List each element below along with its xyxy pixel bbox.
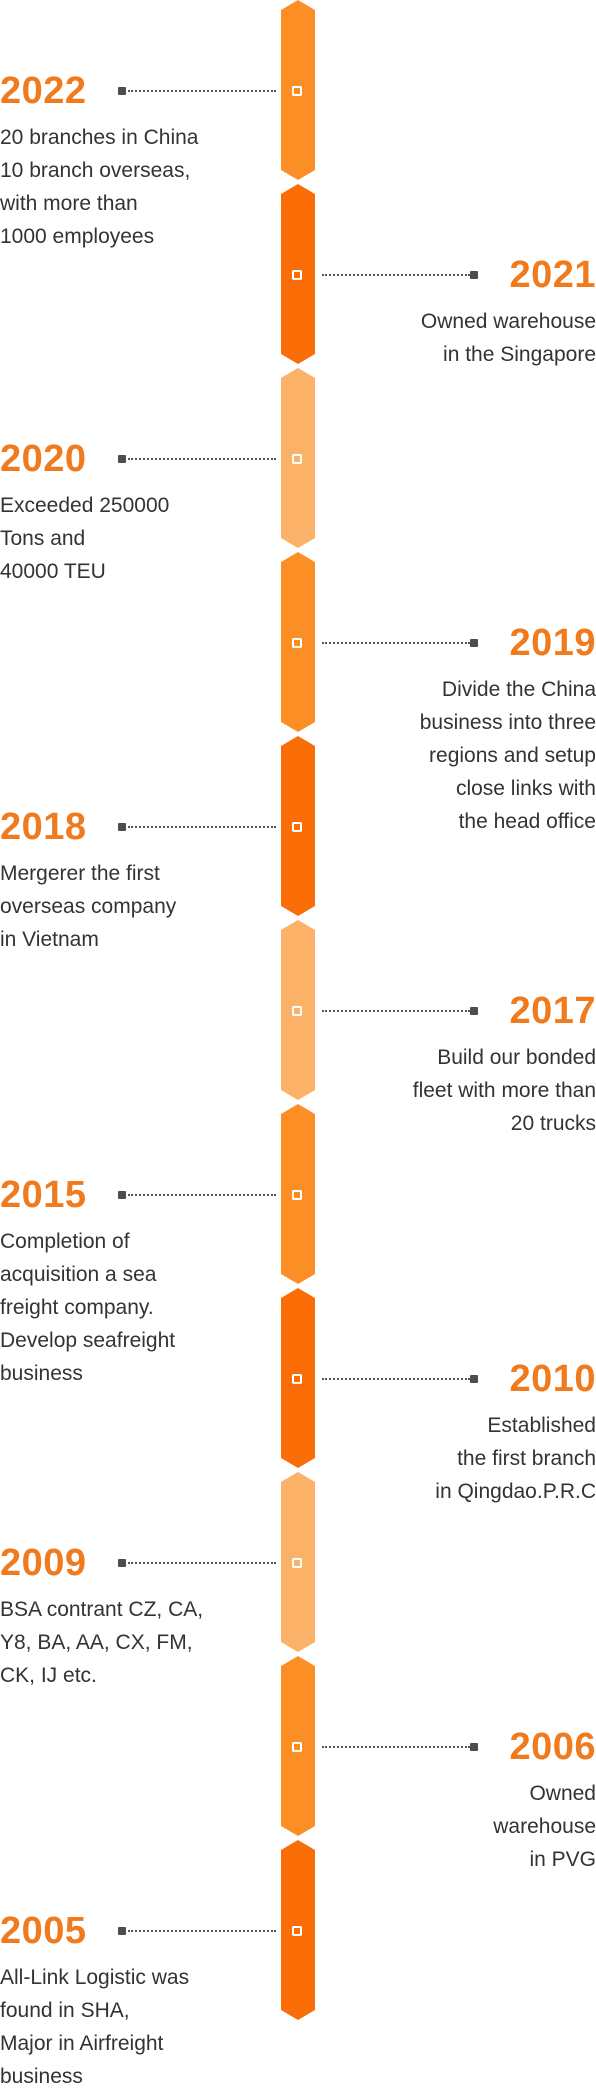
timeline-node-icon [292, 86, 302, 96]
event-description: Owned warehouse in the Singapore [420, 310, 596, 366]
event-year: 2022 [0, 70, 87, 112]
event-description: Mergerer the first overseas company in V… [0, 862, 177, 951]
event-description: Completion of acquisition a sea freight … [0, 1230, 176, 1385]
dotted-connector [322, 274, 470, 276]
dotted-connector [128, 826, 276, 828]
dotted-connector [128, 90, 276, 92]
event-year: 2020 [0, 438, 87, 480]
timeline-segment-2009 [281, 1472, 315, 1652]
timeline-node-icon [292, 1190, 302, 1200]
event-year: 2019 [509, 622, 596, 664]
timeline-segment-2005 [281, 1840, 315, 2020]
connector-end-square-icon [118, 1927, 126, 1935]
event-description: Divide the China business into three reg… [419, 678, 596, 833]
timeline-node-icon [292, 1374, 302, 1384]
timeline-node-icon [292, 454, 302, 464]
connector-end-square-icon [118, 87, 126, 95]
event-description: Owned warehouse in PVG [493, 1782, 596, 1871]
timeline-node-icon [292, 1926, 302, 1936]
event-year: 2017 [509, 990, 596, 1032]
event-year: 2006 [509, 1726, 596, 1768]
timeline-node-icon [292, 1742, 302, 1752]
dotted-connector [322, 1378, 470, 1380]
connector-end-square-icon [470, 1743, 478, 1751]
timeline-node-icon [292, 1558, 302, 1568]
timeline-segment-2020 [281, 368, 315, 548]
timeline-segment-2017 [281, 920, 315, 1100]
dotted-connector [322, 1010, 470, 1012]
event-description: Exceeded 250000 Tons and 40000 TEU [0, 494, 170, 583]
connector-end-square-icon [470, 271, 478, 279]
connector-end-square-icon [470, 1007, 478, 1015]
connector-end-square-icon [118, 455, 126, 463]
event-year: 2015 [0, 1174, 87, 1216]
timeline-node-icon [292, 822, 302, 832]
timeline-segment-2022 [281, 0, 315, 180]
timeline-segment-2006 [281, 1656, 315, 1836]
timeline-segment-2018 [281, 736, 315, 916]
timeline-node-icon [292, 270, 302, 280]
dotted-connector [128, 1194, 276, 1196]
dotted-connector [128, 458, 276, 460]
event-description: BSA contrant CZ, CA, Y8, BA, AA, CX, FM,… [0, 1598, 204, 1687]
event-description: All-Link Logistic was found in SHA, Majo… [0, 1966, 190, 2088]
timeline-node-icon [292, 638, 302, 648]
timeline-segment-2015 [281, 1104, 315, 1284]
connector-end-square-icon [470, 639, 478, 647]
timeline-segment-2010 [281, 1288, 315, 1468]
event-year: 2009 [0, 1542, 87, 1584]
connector-end-square-icon [470, 1375, 478, 1383]
dotted-connector [322, 1746, 470, 1748]
timeline-node-icon [292, 1006, 302, 1016]
dotted-connector [128, 1562, 276, 1564]
connector-end-square-icon [118, 823, 126, 831]
event-year: 2010 [509, 1358, 596, 1400]
dotted-connector [128, 1930, 276, 1932]
dotted-connector [322, 642, 470, 644]
event-description: Established the first branch in Qingdao.… [435, 1414, 596, 1503]
event-year: 2018 [0, 806, 87, 848]
timeline-segment-2019 [281, 552, 315, 732]
event-year: 2005 [0, 1910, 87, 1952]
event-description: 20 branches in China 10 branch overseas,… [0, 126, 199, 248]
connector-end-square-icon [118, 1191, 126, 1199]
event-year: 2021 [509, 254, 596, 296]
event-description: Build our bonded fleet with more than 20… [412, 1046, 596, 1135]
timeline-segment-2021 [281, 184, 315, 364]
connector-end-square-icon [118, 1559, 126, 1567]
